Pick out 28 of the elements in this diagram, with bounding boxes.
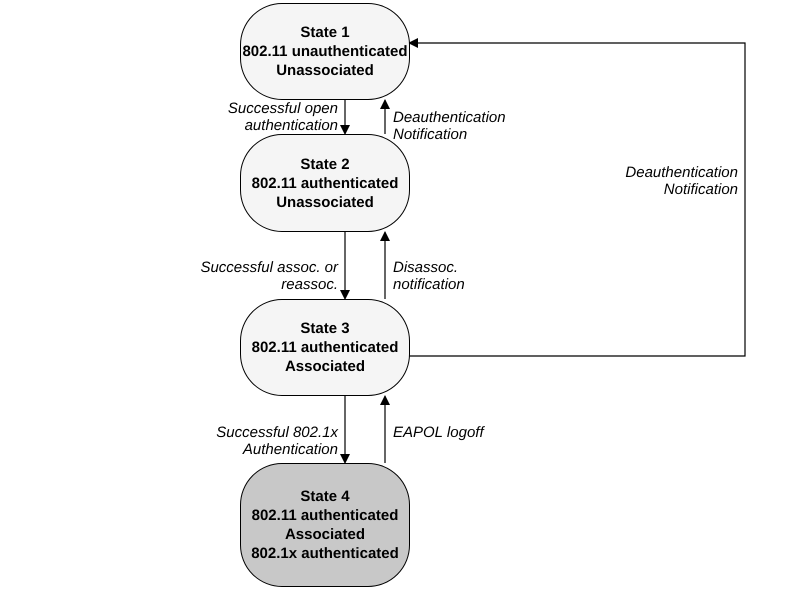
arrow: [380, 395, 390, 463]
arrow: [340, 396, 350, 464]
state-text: State 3: [300, 319, 350, 338]
arrow: [340, 100, 350, 135]
state-text: State 1: [300, 23, 350, 42]
state-text: Associated: [284, 357, 366, 376]
arrow: [340, 232, 350, 300]
edge-label: Deauthentication Notification: [393, 109, 507, 143]
edge-label: Successful 802.1x Authentication: [215, 424, 338, 458]
edge-label: Deauthentication Notification: [624, 164, 738, 198]
state-text: 802.11 authenticated: [252, 506, 398, 525]
edge-label: Disassoc. notification: [393, 259, 466, 293]
state-text: State 4: [300, 487, 350, 506]
state-text: Unassociated: [276, 192, 374, 212]
edge-label: EAPOL logoff: [393, 424, 486, 441]
arrow: [408, 38, 746, 357]
state-text: Associated: [284, 525, 366, 544]
state-text: 802.11 authenticated: [252, 338, 398, 357]
state-text: 802.11 authenticated: [252, 174, 398, 192]
state-text: 802.1x authenticated: [251, 544, 399, 563]
edge-label: Successful open authentication: [226, 100, 338, 134]
edge-label: Successful assoc. or reassoc.: [199, 259, 338, 293]
arrow: [380, 231, 390, 299]
arrow: [380, 99, 390, 134]
state-text: 802.11 unauthenticated: [242, 42, 408, 61]
state-text: Unassociated: [276, 61, 374, 80]
state-text: State 2: [300, 154, 350, 174]
state-box: [240, 463, 410, 587]
